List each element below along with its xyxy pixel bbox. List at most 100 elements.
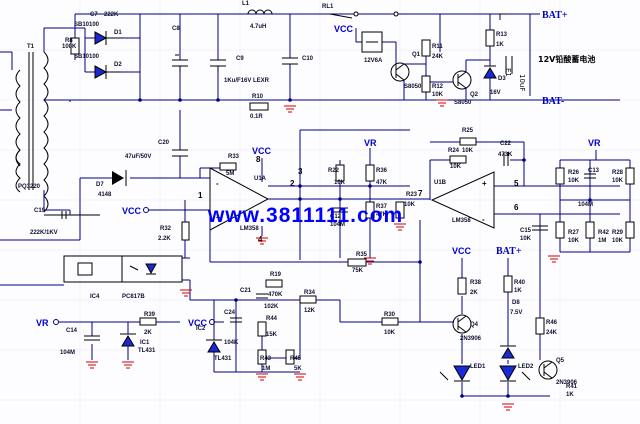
c10-label: C10 [302, 56, 314, 62]
c19-label: C19 [34, 208, 46, 214]
r12-value: 10K [432, 92, 444, 98]
resistor-r30 [381, 317, 399, 326]
r37-label: R37 [376, 204, 388, 210]
c21-label: C21 [240, 288, 252, 294]
tl431b-label: TL431 [214, 356, 232, 362]
resistor-r22 [335, 164, 345, 182]
r25-value: 10K [462, 148, 474, 154]
capacitor-c15 [532, 225, 548, 231]
r29-value: 10K [612, 238, 624, 244]
c20-value: 47uF/50V [125, 154, 151, 160]
r44-label: R44 [266, 316, 278, 322]
r11-label: R11 [432, 44, 443, 50]
capacitor-c14 [84, 335, 100, 341]
vr-label-mid: VR [364, 138, 377, 148]
r36-label: R36 [376, 168, 388, 174]
r32-value: 2.2K [158, 236, 171, 242]
vr-label-left: VR [36, 318, 49, 328]
q2-wires [430, 14, 491, 100]
watermark: www.3811111.com [207, 204, 403, 227]
diode-d2 [94, 65, 122, 79]
diode-d3 [483, 65, 497, 79]
r8-value: 100K [62, 44, 77, 50]
r25-label: R25 [462, 128, 474, 134]
pin-2: 2 [290, 179, 295, 188]
r40-label: R40 [514, 280, 526, 286]
r46-value: 24K [546, 330, 558, 336]
resistor-r25 [459, 137, 477, 146]
c9-value: 1Ku/F16V LEXR [224, 78, 270, 84]
c14-label: C14 [66, 328, 78, 334]
r10-value: 0.1R [250, 114, 263, 120]
ic1-label: IC1 [140, 340, 150, 346]
c14-value: 104M [60, 350, 75, 356]
r34-label: R34 [304, 290, 316, 296]
r36-value: 47K [376, 180, 388, 186]
resistor-r23 [395, 201, 405, 219]
r41-value: 1K [566, 392, 574, 398]
t1-label: T1 [27, 44, 35, 50]
c12-label: C12 [330, 214, 342, 220]
r23-value: 10K [404, 202, 416, 208]
c21-value: 102K [264, 304, 279, 310]
inductor-l1 [247, 9, 273, 15]
r38-value: 2K [470, 290, 478, 296]
r26-label: R26 [568, 170, 580, 176]
r11-value: 24K [432, 54, 444, 60]
pin-8: 8 [256, 155, 261, 164]
capacitor-c13 [584, 173, 596, 179]
r28-value: 10K [612, 178, 624, 184]
r12-label: R12 [432, 84, 444, 90]
r32-label: R32 [160, 226, 172, 232]
c22-label: C22 [500, 141, 512, 147]
resistor-r13 [485, 29, 495, 47]
resistor-r40 [503, 275, 513, 293]
resistor-r42 [585, 221, 595, 239]
resistor-r24 [449, 155, 467, 164]
q1-wires [403, 56, 427, 100]
left-wires [0, 27, 85, 286]
l1-value: 4.7uH [250, 24, 266, 30]
vcc-label-led: VCC [452, 246, 472, 256]
r24-value: 10K [450, 164, 462, 170]
r39-value: 2K [144, 330, 152, 336]
r40-value: 1K [514, 288, 522, 294]
resistor-r27 [555, 221, 565, 239]
vcc-label-left: VCC [122, 206, 142, 216]
transformer-t1 [15, 51, 49, 213]
lm358b-label: LM358 [452, 218, 471, 224]
r35-wires [300, 220, 421, 263]
vcc-label-relay: VCC [334, 24, 354, 34]
r30-value: 10K [384, 330, 396, 336]
led2-label: LED2 [518, 364, 534, 370]
d2-label: D2 [114, 62, 122, 68]
sense-wires [299, 129, 430, 260]
resistor-r28 [625, 167, 635, 185]
vcc-label-u1: VCC [252, 146, 272, 156]
d7-wires [60, 156, 210, 241]
resistor-r36 [365, 164, 375, 182]
capacitor-c24 [230, 317, 242, 323]
c20-label: C20 [158, 140, 170, 146]
svg-text:+: + [482, 179, 487, 188]
pq3220-label: PQ3220 [18, 184, 41, 190]
bat-plus-bottom: BAT+ [496, 246, 522, 257]
ic4-wires [60, 257, 335, 301]
capacitor-c12 [332, 207, 348, 213]
resistor-r43 [257, 349, 267, 365]
resistor-r19 [265, 279, 283, 288]
vcc-label-bottom: VCC [188, 318, 208, 328]
battery-name: 12V铅酸蓄电池 [538, 54, 595, 64]
r19-label: R19 [270, 272, 282, 278]
r44-value: 15K [266, 332, 278, 338]
r46-label: R46 [546, 320, 558, 326]
c15-value: 10K [520, 236, 532, 242]
vr-ref-wires [53, 319, 180, 360]
ic2-label: IC2 [196, 326, 206, 332]
r8-label: R8 [65, 38, 73, 44]
u1a-label: U1A [254, 176, 267, 182]
e1-value: 10uF [518, 74, 526, 91]
svg-text:-: - [216, 179, 219, 188]
r24-label: R24 [448, 148, 460, 154]
